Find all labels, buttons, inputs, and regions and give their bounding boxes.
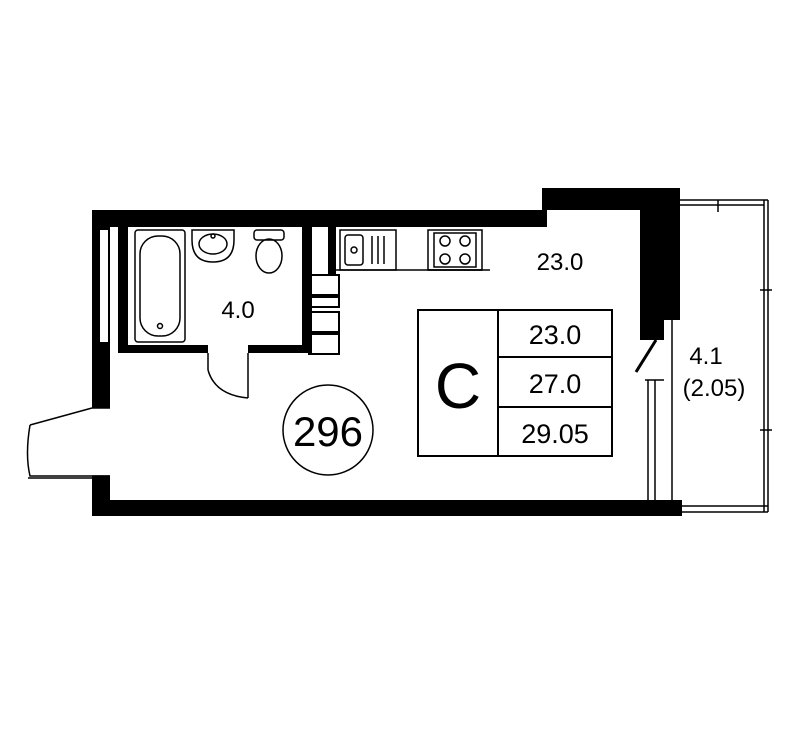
balcony-area-label: 4.1 [689,343,722,370]
living-area-value: 23.0 [529,320,582,350]
apartment-type-letter: C [435,350,481,422]
walls [92,188,682,516]
main-room-area-label: 23.0 [537,249,584,276]
bathroom-door-icon [207,353,249,399]
balcony-reduced-area-label: (2.05) [683,375,746,402]
toilet-icon [253,229,285,274]
apartment-number: 296 [293,408,363,455]
total-area-value: 27.0 [529,369,582,399]
bathroom-area-label: 4.0 [221,297,254,324]
apartment-number-circle [282,384,374,476]
total-with-balcony-value: 29.05 [521,419,589,449]
ventilation-shafts [308,274,340,355]
info-box [417,309,613,457]
washbasin-icon [191,229,235,263]
entrance-door-icon [26,407,110,479]
stove-icon [427,229,483,271]
bathtub-icon [134,229,186,343]
balcony [634,199,772,513]
kitchen-sink-icon [339,229,397,271]
